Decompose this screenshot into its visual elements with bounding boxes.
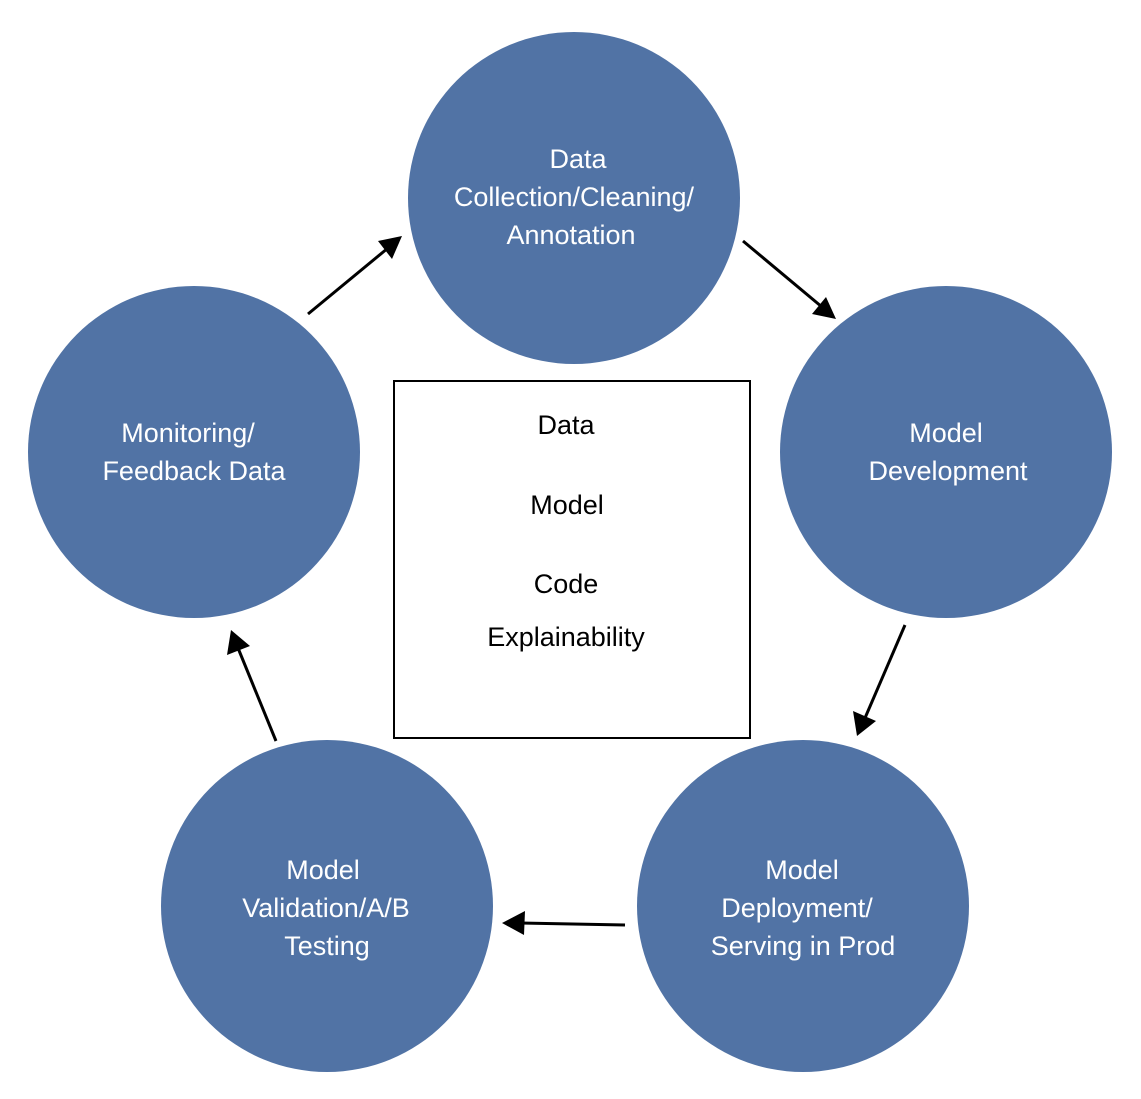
center-item-code: Code (534, 569, 599, 599)
arrow-validation-to-monitoring (227, 630, 278, 742)
arrow-development-to-deployment (853, 624, 907, 736)
stage-circle-model-deployment (637, 740, 969, 1072)
stage-monitoring: Monitoring/ Feedback Data (28, 286, 360, 618)
stage-data-collection: Data Collection/Cleaning/ Annotation (408, 32, 740, 364)
stage-label-line: Monitoring/ (121, 418, 255, 448)
stage-label-line: Model (909, 418, 983, 448)
stage-label-line: Model (765, 855, 839, 885)
stage-label-line: Feedback Data (102, 456, 286, 486)
stage-circle-model-validation (161, 740, 493, 1072)
stage-label-line: Serving in Prod (711, 931, 896, 961)
stage-circle-model-development (780, 286, 1112, 618)
arrow-deployment-to-validation (502, 911, 626, 935)
stage-label-line: Data (549, 144, 607, 174)
center-box-frame (393, 380, 751, 739)
center-box: Data Model Code Explainability (393, 380, 751, 739)
stage-model-development: Model Development (780, 286, 1112, 618)
stage-model-deployment: Model Deployment/ Serving in Prod (637, 740, 969, 1072)
stage-label-line: Annotation (506, 220, 635, 250)
arrow-monitoring-to-data (307, 236, 402, 316)
stage-label-line: Model (286, 855, 360, 885)
stage-label-line: Validation/A/B (242, 893, 410, 923)
center-item-model: Model (530, 490, 604, 520)
flow-arrows (227, 236, 907, 935)
center-item-data: Data (537, 410, 595, 440)
stage-circle-data-collection (408, 32, 740, 364)
arrow-data-to-development (742, 239, 836, 319)
stage-model-validation: Model Validation/A/B Testing (161, 740, 493, 1072)
stage-label-line: Development (868, 456, 1028, 486)
center-item-explainability: Explainability (487, 622, 645, 652)
stage-label-line: Collection/Cleaning/ (454, 182, 695, 212)
stage-circle-monitoring (28, 286, 360, 618)
stage-label-line: Deployment/ (721, 893, 873, 923)
stage-label-line: Testing (284, 931, 370, 961)
